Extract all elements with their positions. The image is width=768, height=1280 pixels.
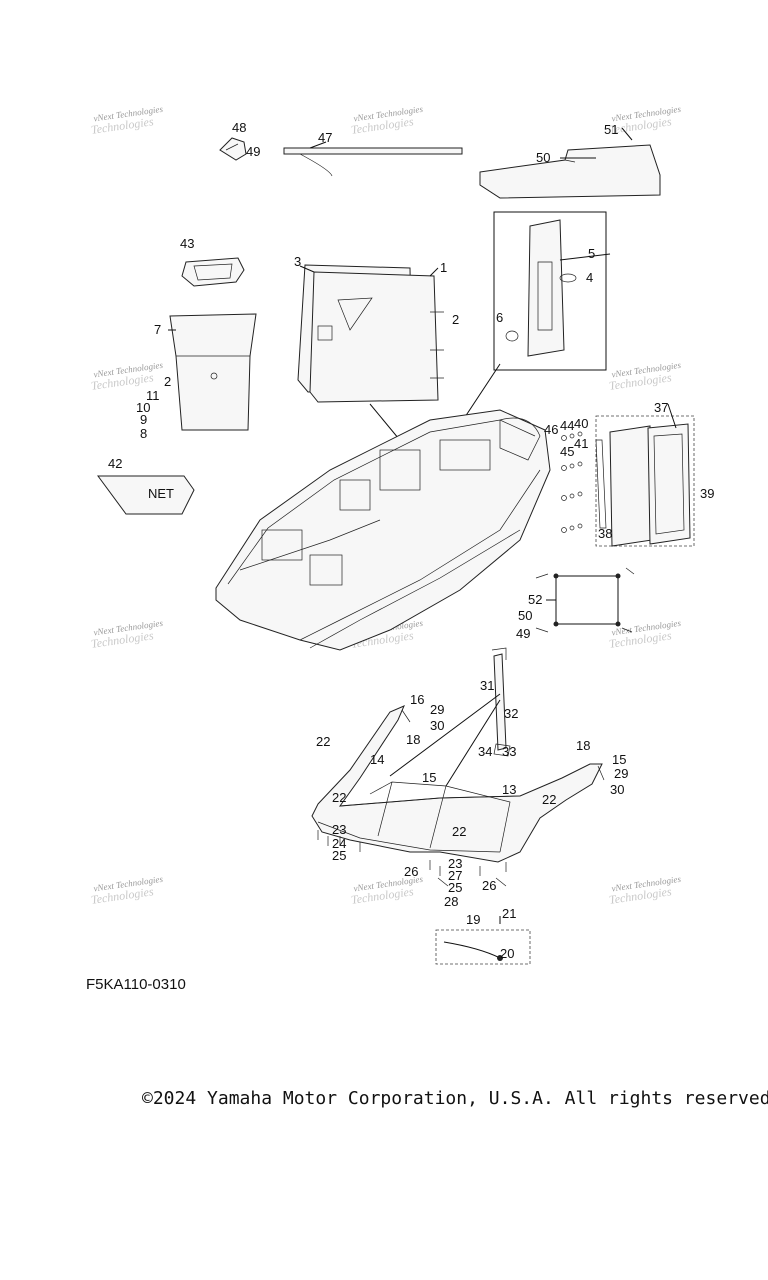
callout-label: 14 [370, 752, 384, 767]
callout-label: 42 [108, 456, 122, 471]
callout-label: 20 [500, 946, 514, 961]
callout-label: 49 [516, 626, 530, 641]
callout-label: 33 [502, 744, 516, 759]
callout-label: 24 [332, 836, 346, 851]
callout-label: 41 [574, 436, 588, 451]
boat-hull [215, 409, 551, 651]
callout-label: 34 [478, 744, 492, 759]
callout-label: 9 [140, 412, 147, 427]
callout-label: 11 [146, 388, 160, 403]
callout-label: 5 [588, 246, 595, 261]
callout-label: 48 [232, 120, 246, 135]
pole-part-31-34 [491, 647, 511, 757]
callout-label: 25 [448, 880, 462, 895]
callout-label: 27 [448, 868, 462, 883]
callout-label: 45 [560, 444, 574, 459]
callout-label: 7 [154, 322, 161, 337]
callout-label: 43 [180, 236, 194, 251]
hinges-part-2 [430, 311, 444, 379]
callout-label: 50 [536, 150, 550, 165]
callout-label: 29 [614, 766, 628, 781]
callout-label: 26 [482, 878, 496, 893]
callout-label: 44 [560, 418, 574, 433]
callout-label: 49 [246, 144, 260, 159]
frame-fasteners-part-22-28 [317, 830, 507, 887]
net-label: NET [148, 486, 174, 501]
callout-label: 22 [332, 790, 346, 805]
panel-part-51 [479, 127, 661, 199]
callout-label: 16 [410, 692, 424, 707]
copyright-notice: ©2024 Yamaha Motor Corporation, U.S.A. A… [142, 1088, 768, 1109]
callout-label: 13 [502, 782, 516, 797]
callout-label: 52 [528, 592, 542, 607]
callout-label: 15 [612, 752, 626, 767]
callout-label: 32 [504, 706, 518, 721]
door-panel-part-35-36-37 [595, 403, 695, 547]
callout-label: 40 [574, 416, 588, 431]
callout-label: 10 [136, 400, 150, 415]
diagram-code: F5KA110-0310 [86, 976, 186, 993]
callout-label: 2 [164, 374, 171, 389]
callout-label: 31 [480, 678, 494, 693]
callout-label: 47 [318, 130, 332, 145]
callout-label: 38 [598, 526, 612, 541]
callout-label: 2 [452, 312, 459, 327]
rod-part-48 [283, 141, 463, 177]
callout-label: 15 [422, 770, 436, 785]
callout-label: 22 [542, 792, 556, 807]
callout-label: 29 [430, 702, 444, 717]
callout-label: 8 [140, 426, 147, 441]
callout-label: 18 [576, 738, 590, 753]
storage-box-part-7 [168, 313, 257, 431]
callout-label: 37 [654, 400, 668, 415]
callout-label: 30 [610, 782, 624, 797]
callout-label: 51 [604, 122, 618, 137]
callout-label: 22 [452, 824, 466, 839]
cargo-net-part-43: NET [97, 475, 195, 515]
callout-label: 26 [404, 864, 418, 879]
callout-label: 21 [502, 906, 516, 921]
callout-label: 22 [316, 734, 330, 749]
tray-part-44 [181, 257, 245, 287]
callout-label: 50 [518, 608, 532, 623]
fasteners-part-38-42 [561, 431, 583, 533]
callout-label: 23 [448, 856, 462, 871]
inset-detail-box [493, 211, 611, 371]
callout-label: 1 [440, 260, 447, 275]
callout-label: 18 [406, 732, 420, 747]
callout-label: 30 [430, 718, 444, 733]
clip-part-49-50 [219, 137, 247, 161]
callout-labels: 48 49 47 50 51 43 3 1 2 5 4 6 7 2 11 10 … [108, 120, 714, 961]
callout-label: 46 [544, 422, 558, 437]
callout-label: 39 [700, 486, 714, 501]
hatch-door-part-1-3 [297, 264, 439, 403]
callout-label: 4 [586, 270, 593, 285]
callout-label: 23 [332, 822, 346, 837]
enclosure-frame-part-13-30 [311, 693, 605, 863]
callout-label: 3 [294, 254, 301, 269]
callout-label: 28 [444, 894, 458, 909]
callout-label: 6 [496, 310, 503, 325]
frame-part-45 [535, 567, 635, 633]
callout-label: 19 [466, 912, 480, 927]
callout-label: 25 [332, 848, 346, 863]
seal-part-19-21 [435, 916, 531, 965]
